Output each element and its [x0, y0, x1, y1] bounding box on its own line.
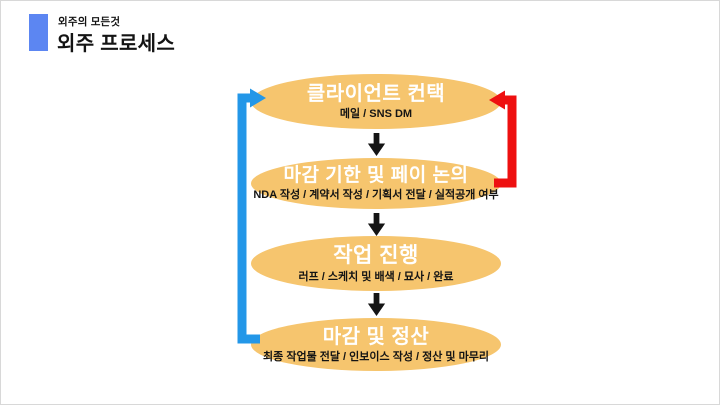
flow-step-client-contact: 클라이언트 컨택 메일 / SNS DM — [251, 74, 501, 129]
down-arrow-icon — [365, 213, 388, 236]
flow-step-deadline-pay-discussion: 마감 기한 및 페이 논의 NDA 작성 / 계약서 작성 / 기획서 전달 /… — [251, 158, 501, 209]
step-title: 마감 기한 및 페이 논의 — [283, 164, 469, 186]
step-subtitle: 최종 작업물 전달 / 인보이스 작성 / 정산 및 마무리 — [263, 350, 489, 363]
flow-step-wrapup-settlement: 마감 및 정산 최종 작업물 전달 / 인보이스 작성 / 정산 및 마무리 — [251, 318, 501, 371]
down-arrow-icon — [365, 293, 388, 316]
slide-title: 외주 프로세스 — [57, 33, 176, 55]
title-accent-bar — [29, 14, 48, 51]
step-subtitle: 러프 / 스케치 및 배색 / 묘사 / 완료 — [298, 270, 454, 283]
down-arrow-icon — [365, 133, 388, 156]
step-title: 마감 및 정산 — [322, 325, 430, 348]
slide-eyebrow: 외주의 모든것 — [58, 16, 121, 28]
flow-step-work-in-progress: 작업 진행 러프 / 스케치 및 배색 / 묘사 / 완료 — [251, 236, 501, 291]
loop-back-arrow-blue-icon — [237, 88, 266, 344]
step-subtitle: 메일 / SNS DM — [339, 107, 413, 120]
step-title: 작업 진행 — [333, 244, 419, 268]
step-title: 클라이언트 컨택 — [306, 82, 446, 105]
step-subtitle: NDA 작성 / 계약서 작성 / 기획서 전달 / 실적공개 여부 — [253, 189, 499, 202]
